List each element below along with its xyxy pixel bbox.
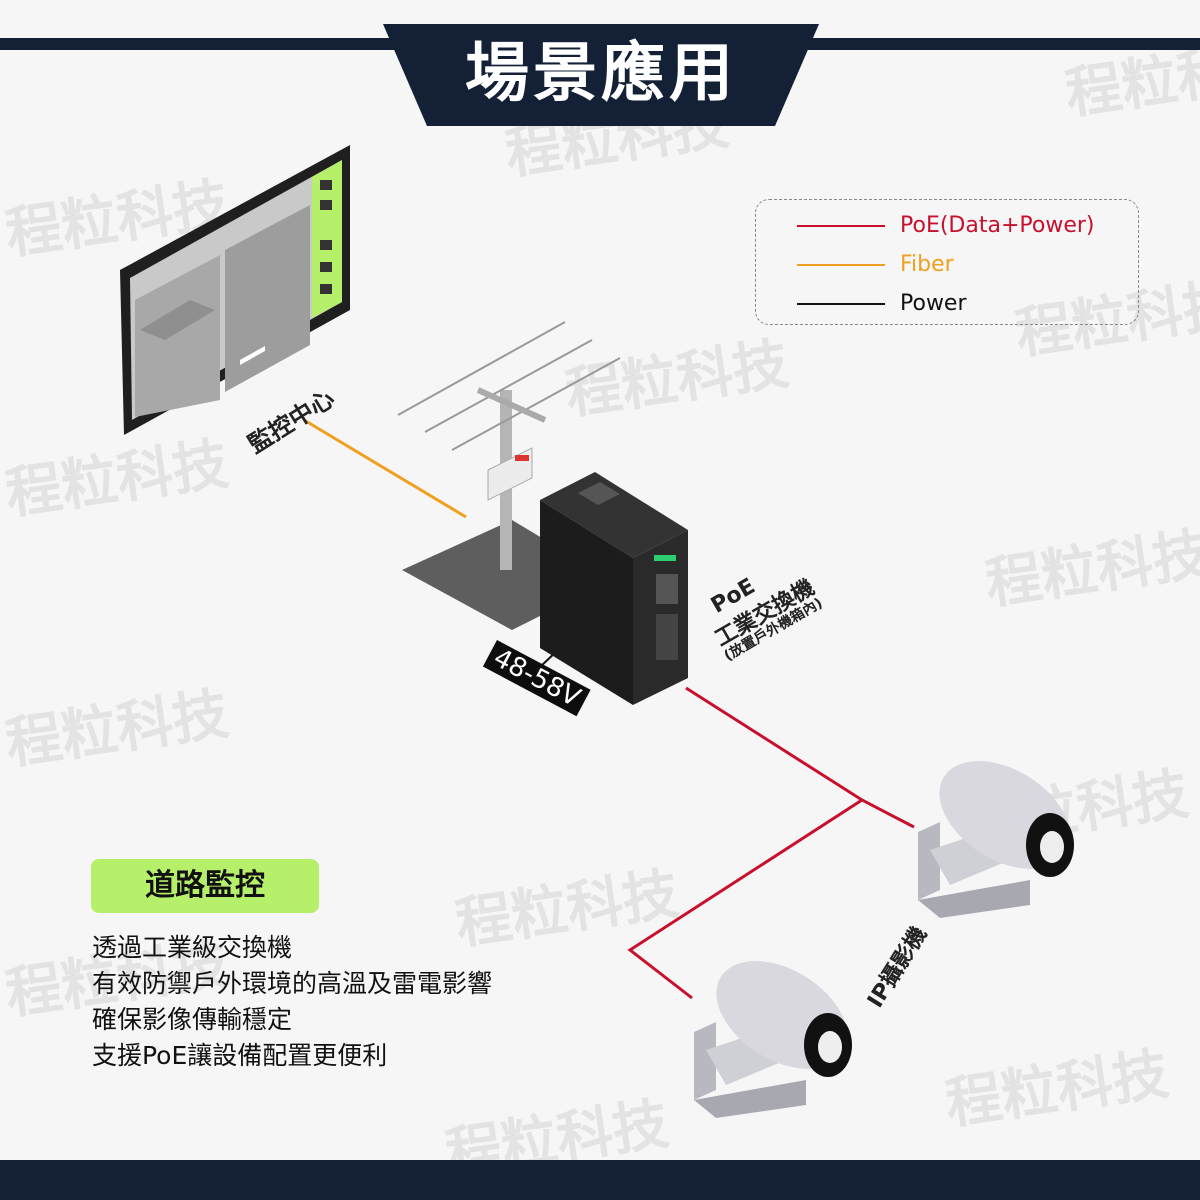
ip-camera-icon bbox=[694, 961, 852, 1118]
legend-label-poe: PoE(Data+Power) bbox=[900, 213, 1095, 238]
description-line: 有效防禦戶外環境的高溫及雷電影響 bbox=[92, 969, 493, 998]
monitor-icon bbox=[120, 145, 350, 435]
ip-camera-icon bbox=[918, 761, 1074, 918]
legend-swatch-fiber bbox=[797, 264, 885, 266]
poe-line-branch bbox=[627, 798, 863, 1000]
description-line: 透過工業級交換機 bbox=[92, 933, 293, 962]
legend-item-poe: PoE(Data+Power) bbox=[797, 211, 1127, 241]
legend-swatch-poe bbox=[797, 225, 885, 227]
description-line: 確保影像傳輸穩定 bbox=[92, 1005, 293, 1034]
fiber-line bbox=[303, 418, 467, 519]
title-tab bbox=[383, 24, 819, 126]
poe-line bbox=[685, 686, 915, 829]
description-line: 支援PoE讓設備配置更便利 bbox=[92, 1041, 388, 1070]
footer-band bbox=[0, 1160, 1200, 1200]
legend-item-fiber: Fiber bbox=[797, 250, 1127, 280]
legend-label-fiber: Fiber bbox=[900, 252, 954, 277]
legend-item-power: Power bbox=[797, 289, 1127, 319]
switch-device-icon bbox=[540, 472, 688, 705]
legend-box bbox=[755, 199, 1139, 325]
scenario-description: 透過工業級交換機 有效防禦戶外環境的高溫及雷電影響 確保影像傳輸穩定 支援PoE… bbox=[92, 930, 612, 1074]
scenario-badge-label: 道路監控 bbox=[145, 868, 265, 903]
scenario-badge: 道路監控 bbox=[91, 859, 319, 913]
page-title: 場景應用 bbox=[465, 37, 737, 111]
legend-label-power: Power bbox=[900, 291, 967, 316]
legend-swatch-power bbox=[797, 303, 885, 305]
